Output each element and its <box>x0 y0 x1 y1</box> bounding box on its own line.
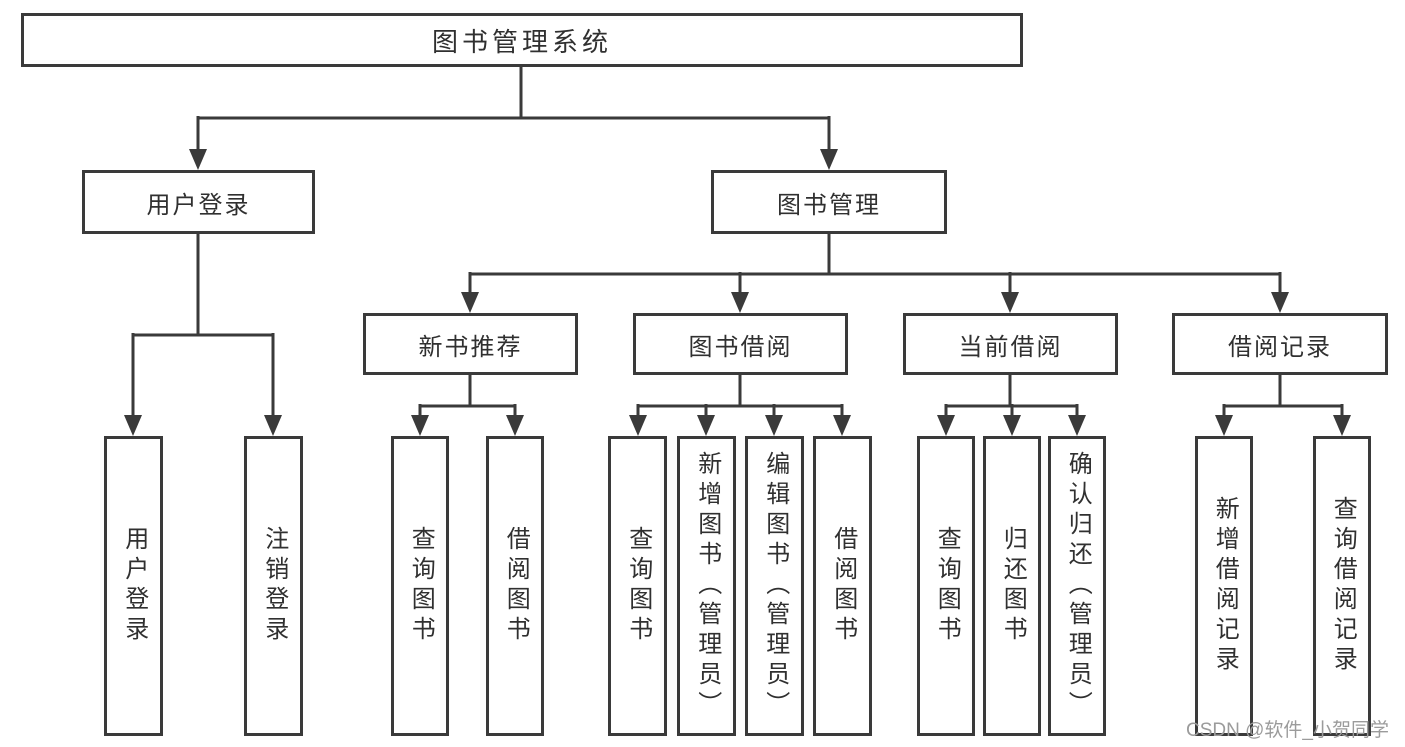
root-node: 图书管理系统 <box>21 13 1023 67</box>
leaf-add-borrow-record: 新增借阅记录 <box>1195 436 1253 736</box>
node-book-borrow: 图书借阅 <box>633 313 848 375</box>
leaf-confirm-return-admin: 确认归还（管理员） <box>1048 436 1106 736</box>
leaf-borrow-books-recommend: 借阅图书 <box>486 436 544 736</box>
node-borrow-records-label: 借阅记录 <box>1228 333 1332 361</box>
node-borrow-records: 借阅记录 <box>1172 313 1388 375</box>
leaf-edit-book-admin-label: 编辑图书（管理员） <box>761 451 789 721</box>
leaf-query-books-recommend: 查询图书 <box>391 436 449 736</box>
leaf-add-book-admin-label: 新增图书（管理员） <box>693 451 721 721</box>
leaf-add-borrow-record-label: 新增借阅记录 <box>1211 496 1239 676</box>
leaf-query-books-borrow: 查询图书 <box>608 436 667 736</box>
leaf-logout-label: 注销登录 <box>260 526 288 646</box>
leaf-logout: 注销登录 <box>244 436 303 736</box>
leaf-borrow-books: 借阅图书 <box>813 436 872 736</box>
leaf-borrow-books-recommend-label: 借阅图书 <box>502 526 530 646</box>
node-book-borrow-label: 图书借阅 <box>688 333 793 361</box>
node-current-borrow-label: 当前借阅 <box>958 333 1063 361</box>
node-current-borrow: 当前借阅 <box>903 313 1118 375</box>
leaf-edit-book-admin: 编辑图书（管理员） <box>745 436 804 736</box>
leaf-query-books-borrow-label: 查询图书 <box>624 526 652 646</box>
leaf-query-books-recommend-label: 查询图书 <box>407 526 435 646</box>
leaf-confirm-return-admin-label: 确认归还（管理员） <box>1064 451 1092 721</box>
leaf-add-book-admin: 新增图书（管理员） <box>677 436 736 736</box>
node-book-management: 图书管理 <box>711 170 947 234</box>
node-user-login: 用户登录 <box>82 170 315 234</box>
leaf-borrow-books-label: 借阅图书 <box>829 526 857 646</box>
node-book-management-label: 图书管理 <box>777 191 881 219</box>
leaf-return-book-label: 归还图书 <box>999 526 1027 646</box>
node-new-book-recommend: 新书推荐 <box>363 313 578 375</box>
leaf-user-login: 用户登录 <box>104 436 163 736</box>
leaf-query-borrow-record: 查询借阅记录 <box>1313 436 1371 736</box>
leaf-query-books-current-label: 查询图书 <box>933 526 961 646</box>
leaf-query-borrow-record-label: 查询借阅记录 <box>1329 496 1357 676</box>
leaf-query-books-current: 查询图书 <box>917 436 975 736</box>
arrowhead-icons <box>124 149 1351 436</box>
node-new-book-recommend-label: 新书推荐 <box>418 333 523 361</box>
leaf-user-login-label: 用户登录 <box>120 526 148 646</box>
node-user-login-label: 用户登录 <box>146 191 251 219</box>
leaf-return-book: 归还图书 <box>983 436 1041 736</box>
watermark: CSDN @软件_小贺同学 <box>1186 720 1389 741</box>
root-node-label: 图书管理系统 <box>431 26 612 57</box>
